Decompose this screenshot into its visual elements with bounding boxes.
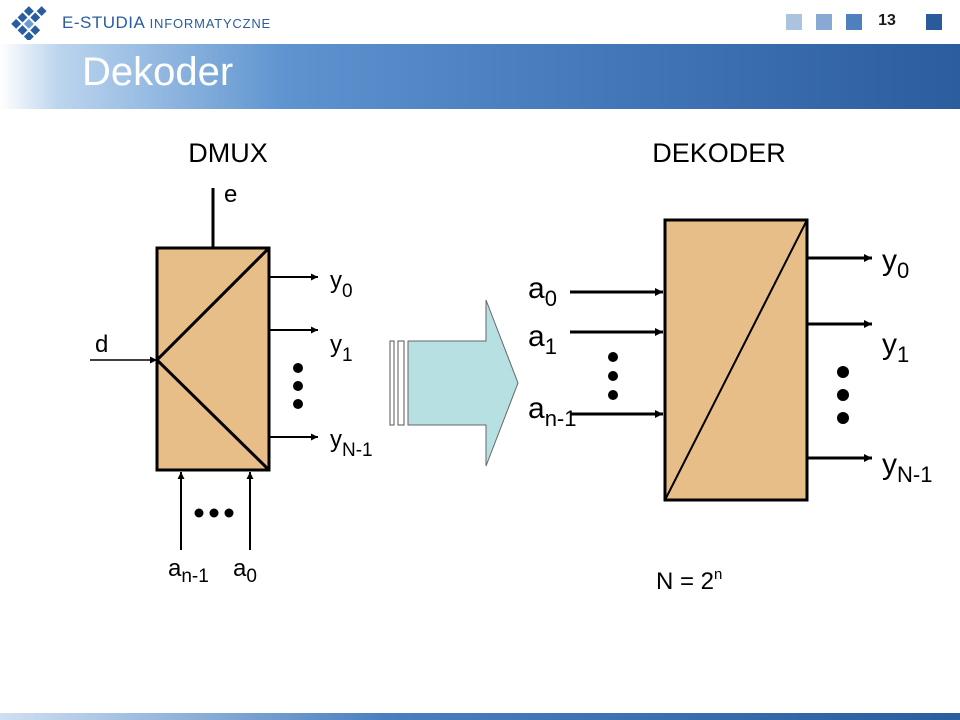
dekoder-output-ellipsis bbox=[837, 366, 849, 424]
footer-bar bbox=[0, 713, 960, 720]
dekoder-label: DEKODER bbox=[652, 138, 786, 168]
dmux-select-ellipsis bbox=[194, 508, 234, 518]
dekoder-output-label-n: yN-1 bbox=[882, 448, 932, 487]
dekoder-input-label-1: a1 bbox=[528, 320, 557, 359]
nav-square-3[interactable] bbox=[846, 14, 862, 30]
header-bar: E-STUDIA INFORMATYCZNE 13 bbox=[0, 0, 960, 44]
dmux-output-label-1: y1 bbox=[330, 331, 353, 366]
nav-square-4[interactable] bbox=[926, 14, 942, 30]
dmux-select-label-0: a0 bbox=[233, 555, 257, 587]
dmux-output-ellipsis bbox=[293, 363, 303, 409]
nav-square-1[interactable] bbox=[786, 14, 802, 30]
page-number: 13 bbox=[878, 12, 896, 29]
brand-name: E-STUDIA INFORMATYCZNE bbox=[62, 13, 271, 33]
transform-arrow bbox=[389, 299, 519, 467]
dekoder-output-label-0: y0 bbox=[882, 244, 909, 283]
dmux-output-label-0: y0 bbox=[330, 267, 353, 302]
formula: N = 2n bbox=[656, 566, 722, 595]
nav-square-2[interactable] bbox=[816, 14, 832, 30]
dekoder-input-label-n: an-1 bbox=[528, 392, 576, 431]
dmux-block bbox=[155, 246, 271, 472]
dmux-output-label-n: yN-1 bbox=[330, 426, 373, 461]
dekoder-diagonal bbox=[664, 219, 808, 501]
dekoder-input-ellipsis bbox=[608, 352, 618, 400]
brand-sub: INFORMATYCZNE bbox=[149, 16, 272, 31]
dmux-label: DMUX bbox=[188, 138, 268, 168]
dmux-data-input-label: d bbox=[95, 331, 108, 358]
dmux-select-label-n: an-1 bbox=[168, 555, 209, 587]
dekoder-input-label-0: a0 bbox=[528, 272, 557, 311]
dekoder-output-label-1: y1 bbox=[882, 328, 909, 367]
logo-icon bbox=[11, 6, 47, 40]
title-banner bbox=[0, 44, 960, 109]
dmux-enable-label: e bbox=[224, 181, 237, 208]
slide-title: Dekoder bbox=[82, 50, 234, 94]
brand-main: E-STUDIA bbox=[62, 13, 145, 32]
